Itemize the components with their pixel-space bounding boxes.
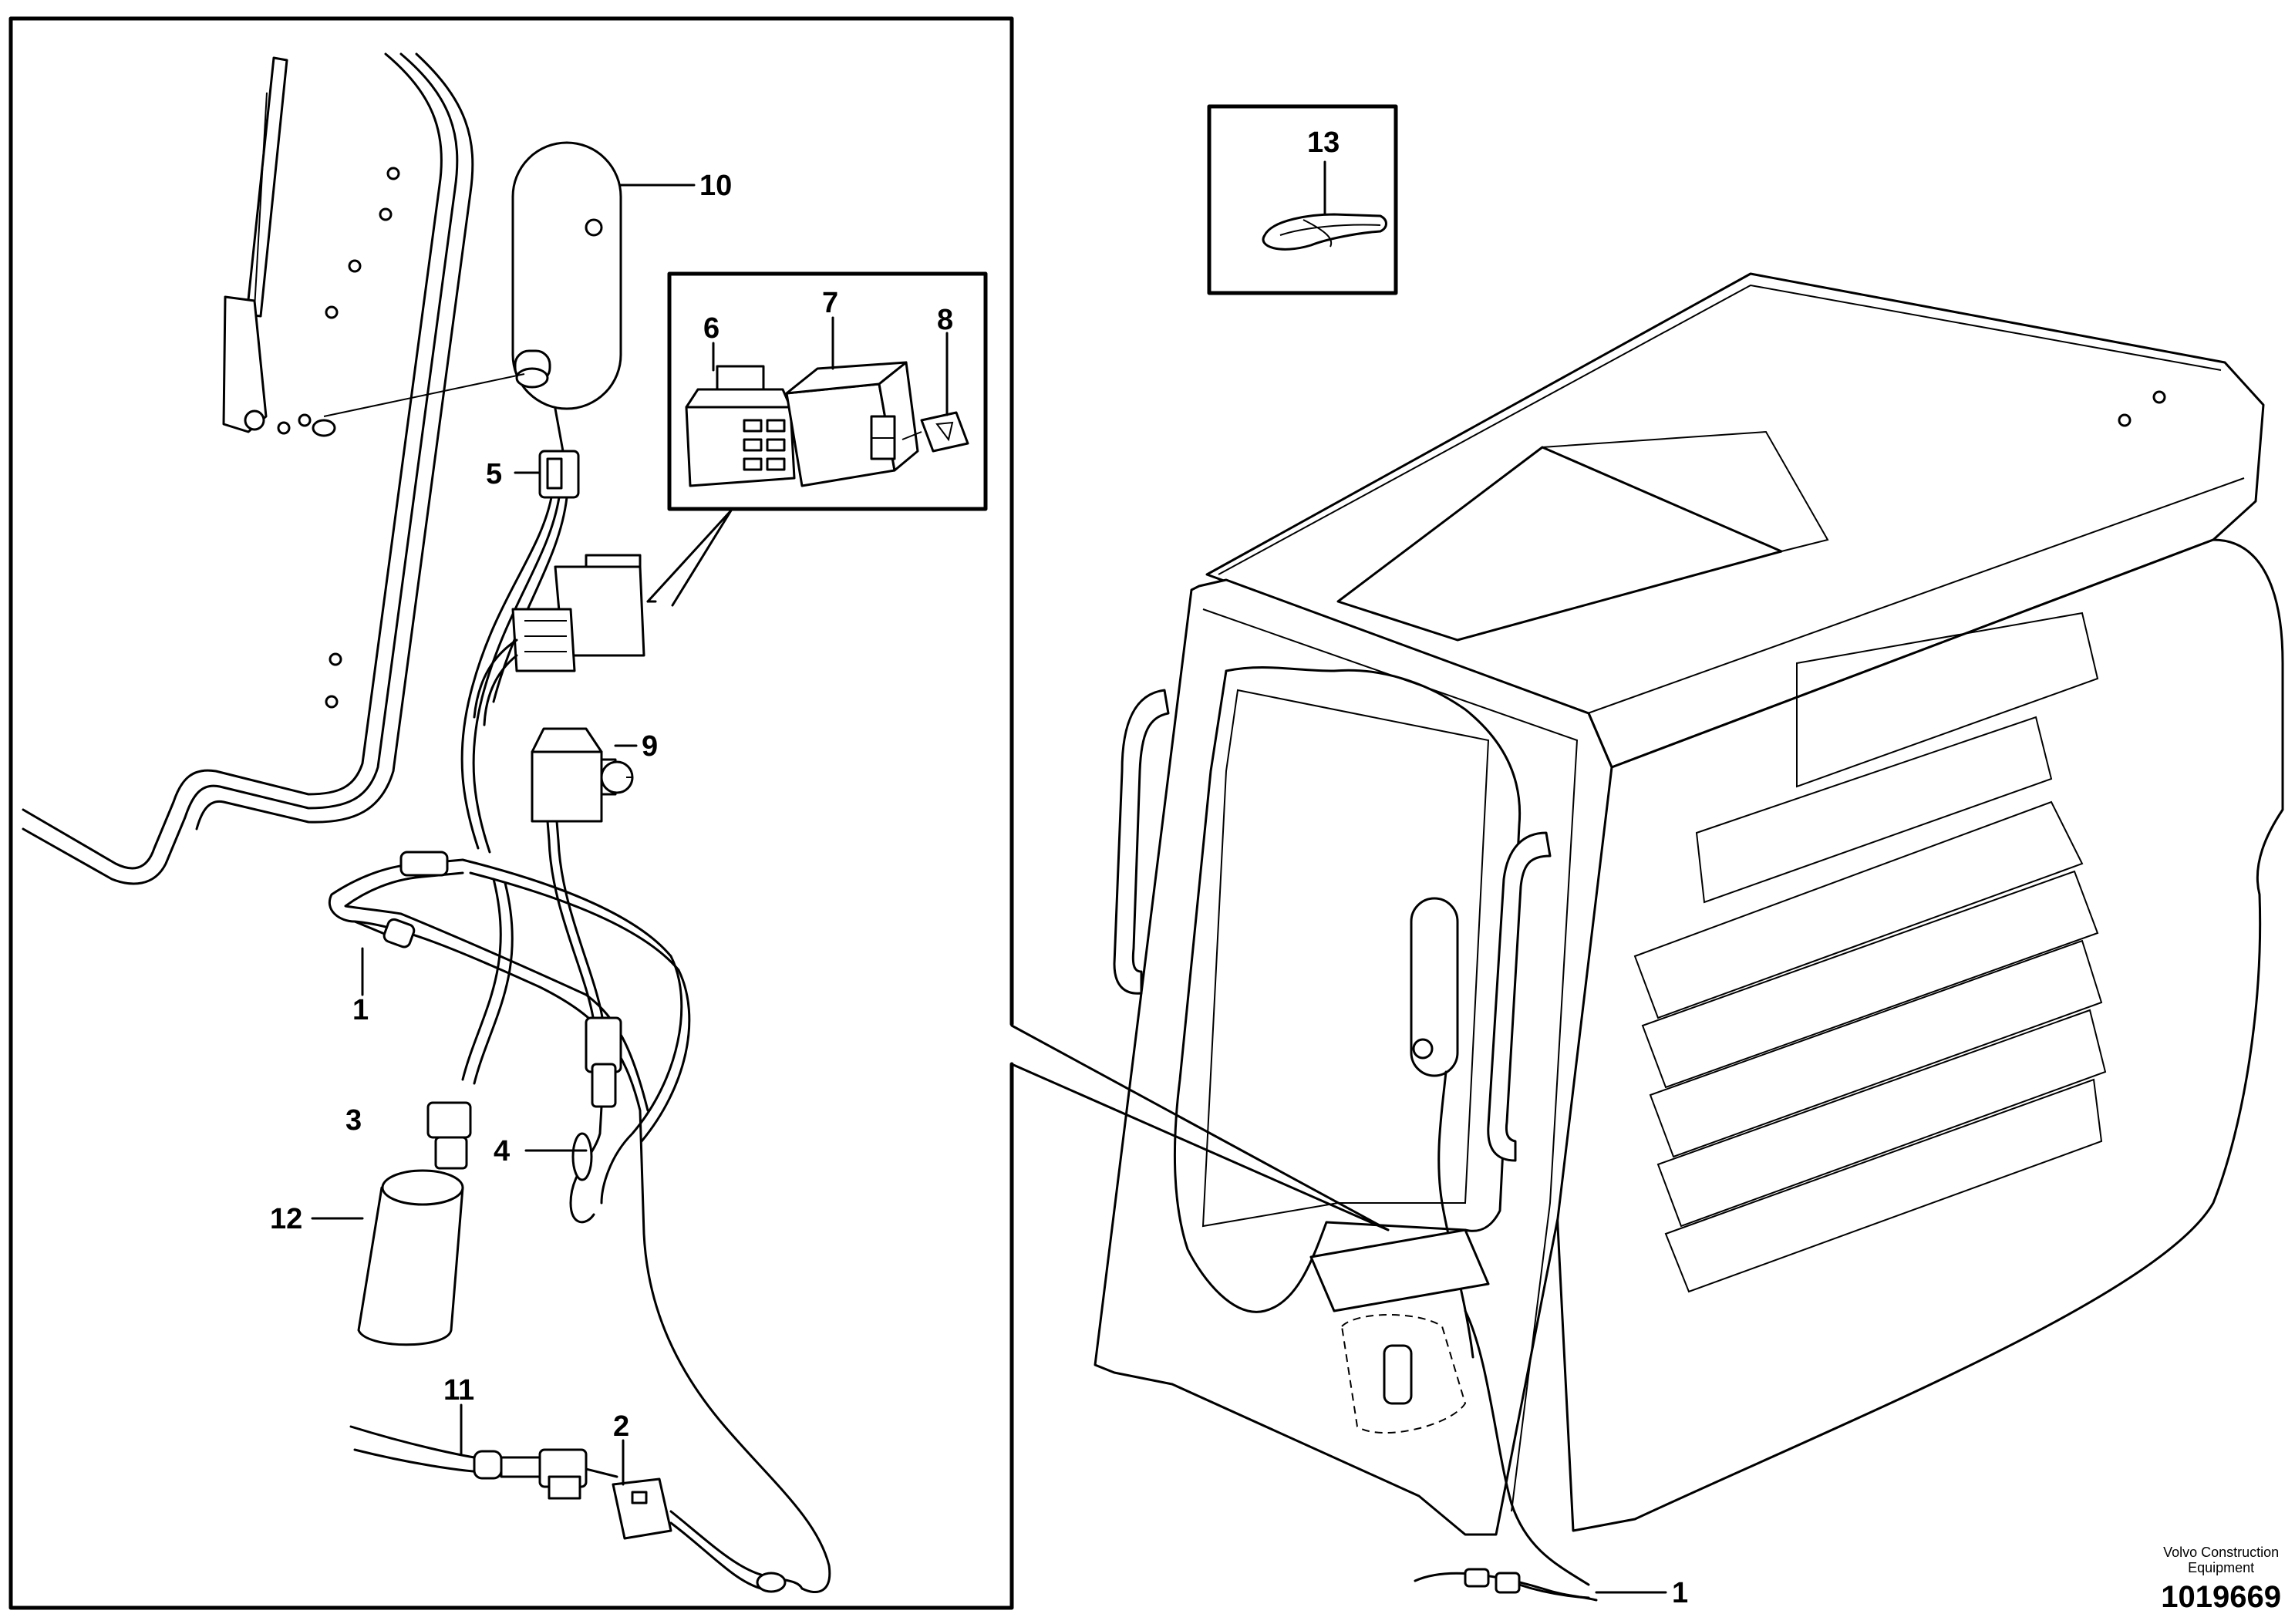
callout-7: 7 (822, 287, 838, 319)
leader-lines (311, 160, 1667, 1594)
switch-9 (531, 727, 634, 1023)
callout-13: 13 (1307, 126, 1340, 159)
callout-1-right: 1 (1672, 1577, 1688, 1609)
connector-3 (426, 878, 514, 1170)
callout-3: 3 (345, 1104, 362, 1137)
wiper-arm (222, 56, 288, 433)
door-frame (22, 52, 474, 885)
wiper-motor (323, 141, 622, 453)
connector-2 (612, 1477, 804, 1593)
rocker-switch-7 (785, 361, 919, 487)
symbol-label-8 (901, 411, 969, 453)
detail-panel (8, 16, 1014, 1610)
callout-1-left: 1 (352, 994, 369, 1026)
callout-4: 4 (494, 1135, 510, 1167)
switch-connector-6 (685, 365, 804, 487)
capacitor-12 (357, 1169, 464, 1346)
rocker-switch-installed (473, 554, 657, 726)
harness-end (349, 1425, 618, 1500)
cable-tie-inset (1207, 104, 1398, 295)
drawing-number: 1019669 (2161, 1580, 2281, 1614)
callout-10: 10 (699, 170, 732, 202)
switch-inset (667, 271, 988, 511)
cab-assembly (1094, 272, 2284, 1602)
footer-block: Volvo Construction Equipment 1019669 (2161, 1545, 2281, 1615)
callout-12: 12 (270, 1203, 302, 1235)
callout-6: 6 (703, 312, 720, 345)
callout-5: 5 (486, 458, 502, 490)
callout-11: 11 (443, 1374, 474, 1407)
callout-8: 8 (937, 304, 953, 336)
callout-9: 9 (642, 730, 658, 763)
cab-vents (1633, 612, 2107, 1293)
company-name-line1: Volvo Construction (2163, 1545, 2280, 1560)
callout-2: 2 (613, 1410, 629, 1443)
connector-4 (569, 1016, 622, 1224)
company-name-line2: Equipment (2188, 1560, 2255, 1575)
callout-numbers: 10 5 6 7 8 9 1 3 4 12 11 2 13 1 (270, 126, 1688, 1609)
